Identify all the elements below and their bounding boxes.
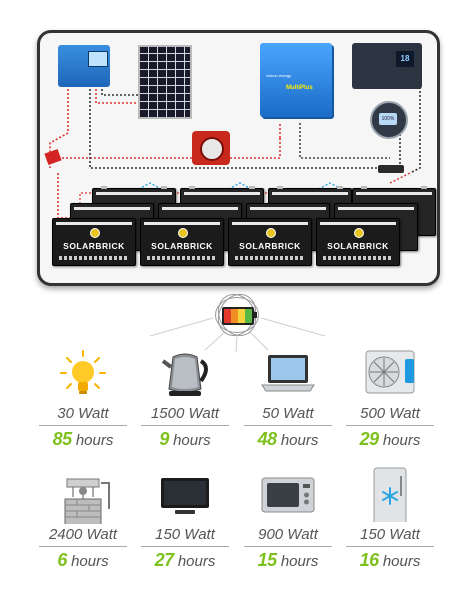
battery-switch — [192, 131, 230, 165]
runtime-value: 85 — [52, 429, 73, 449]
runtime-value: 6 — [57, 550, 67, 570]
watt-label: 150 Watt — [155, 526, 215, 543]
watt-label: 500 Watt — [360, 405, 420, 422]
freezer-icon — [373, 467, 407, 522]
laptop-icon — [261, 355, 315, 392]
watt-label: 1500 Watt — [150, 405, 220, 422]
battery-brand: SOLARBRICK — [239, 241, 301, 251]
control-panel: 18 — [352, 43, 422, 89]
runtime-unit: hours — [71, 553, 109, 570]
monitor-display: 100% — [379, 113, 397, 125]
runtime-label: 29 hours — [340, 429, 440, 450]
television-icon — [161, 478, 209, 514]
well-pump-icon — [64, 478, 110, 524]
runtime-value: 9 — [159, 429, 169, 449]
runtime-label: 48 hours — [238, 429, 338, 450]
runtime-unit: hours — [75, 432, 114, 449]
runtime-unit: hours — [382, 553, 421, 570]
inverter-label: MultiPlus — [286, 85, 313, 91]
runtime-label: 6 hours — [33, 550, 133, 571]
runtime-value: 15 — [257, 550, 278, 570]
battery-brand: SOLARBRICK — [63, 241, 125, 251]
air-conditioner-icon — [365, 350, 415, 394]
battery-module: SOLARBRICK — [228, 218, 312, 266]
inverter-brand: victron energy — [266, 73, 292, 78]
runtime-unit: hours — [173, 432, 211, 449]
runtime-unit: hours — [280, 432, 319, 449]
runtime-unit: hours — [177, 553, 216, 570]
runtime-label: 85 hours — [33, 429, 133, 450]
battery-module: SOLARBRICK — [140, 218, 224, 266]
battery-brand: SOLARBRICK — [327, 241, 389, 251]
busbar — [378, 165, 404, 173]
watt-label: 150 Watt — [360, 526, 420, 543]
runtime-label: 15 hours — [238, 550, 338, 571]
watt-label: 50 Watt — [262, 405, 314, 422]
control-display: 18 — [396, 51, 414, 67]
battery-brand: SOLARBRICK — [151, 241, 213, 251]
runtime-value: 48 — [257, 429, 278, 449]
kettle-icon — [161, 353, 208, 396]
runtime-unit: hours — [280, 553, 319, 570]
battery-monitor: 100% — [370, 101, 408, 139]
inverter-charger: victron energy MultiPlus — [260, 43, 332, 117]
runtime-label: 27 hours — [135, 550, 235, 571]
battery-hub-icon — [210, 286, 264, 344]
watt-label: 30 Watt — [57, 405, 109, 422]
runtime-label: 16 hours — [340, 550, 440, 571]
mppt-charge-controller — [58, 45, 110, 87]
runtime-value: 27 — [154, 550, 175, 570]
watt-label: 2400 Watt — [48, 526, 118, 543]
light-bulb-icon — [60, 350, 106, 394]
system-diagram: victron energy MultiPlus 18 100% SOLARBR… — [37, 30, 440, 286]
battery-module: SOLARBRICK — [316, 218, 400, 266]
runtime-value: 16 — [359, 550, 380, 570]
runtime-label: 9 hours — [135, 429, 235, 450]
runtime-value: 29 — [359, 429, 380, 449]
watt-label: 900 Watt — [258, 526, 318, 543]
solar-panel — [138, 45, 192, 119]
battery-module: SOLARBRICK — [52, 218, 136, 266]
microwave-icon — [261, 477, 315, 513]
runtime-unit: hours — [382, 432, 421, 449]
